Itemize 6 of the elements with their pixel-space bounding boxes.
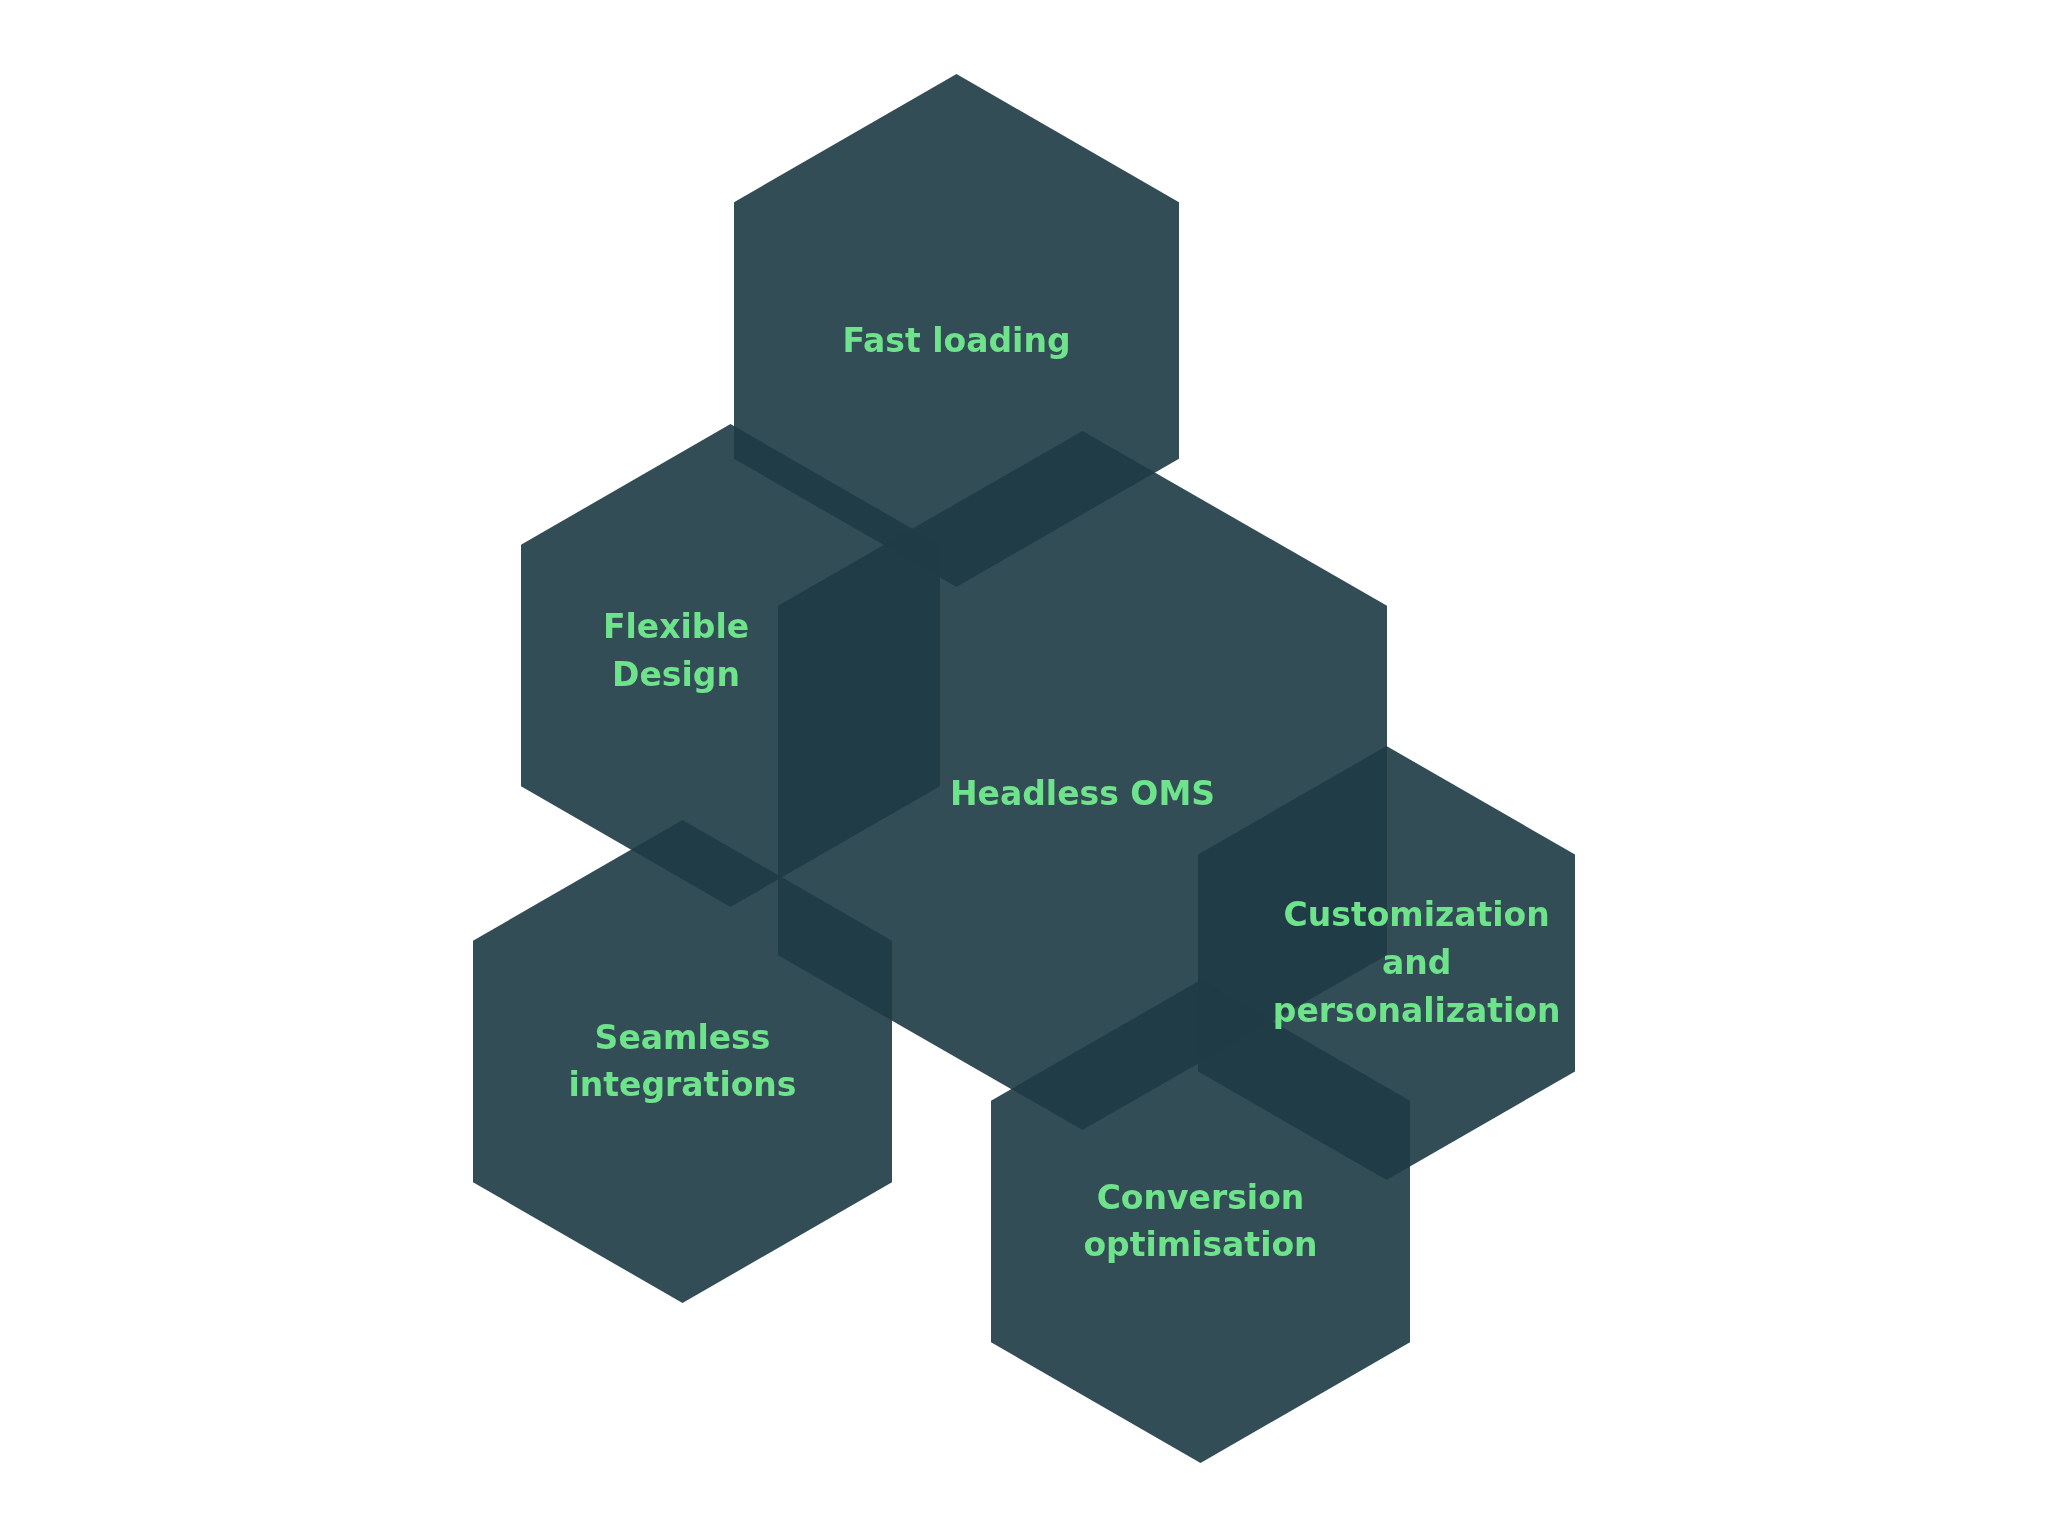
- hexagon-label: Fast loading: [841, 319, 1072, 362]
- hexagon-label: Headless OMS: [949, 773, 1216, 816]
- hexagon-label: Customization and personalization: [1271, 894, 1562, 1032]
- hexagon-label: Conversion optimisation: [1082, 1176, 1319, 1267]
- hexagon-label: Flexible Design: [601, 606, 751, 696]
- hexagon-label: Seamless integrations: [567, 1016, 798, 1107]
